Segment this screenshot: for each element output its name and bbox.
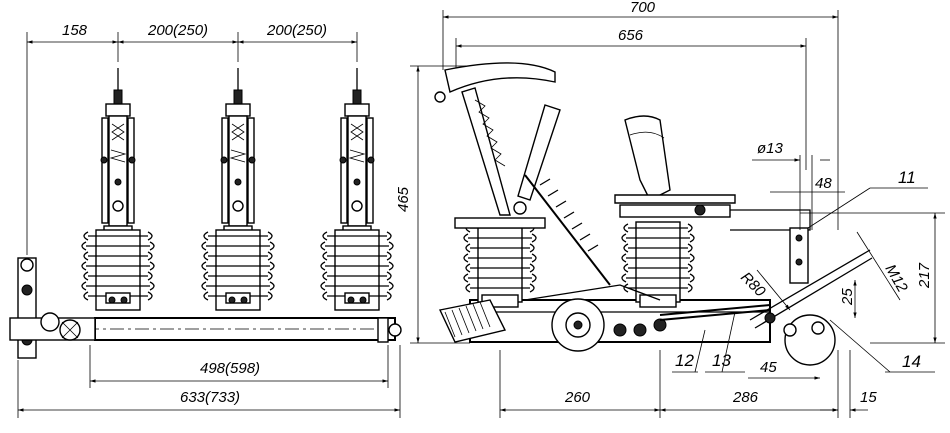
dim-dia-13: ø13 [757, 140, 784, 157]
lever-wheel [784, 314, 836, 366]
dim-200-250-a: 200(250) [147, 22, 208, 39]
radius-80: R80 [737, 269, 769, 301]
dim-260: 260 [564, 389, 591, 406]
pole-2 [202, 68, 274, 310]
pole-3 [321, 68, 393, 310]
part-14: 14 [902, 352, 921, 371]
dim-498-598: 498(598) [200, 360, 260, 377]
pole-1 [82, 68, 154, 310]
dim-25: 25 [839, 288, 856, 306]
thread-m12: M12 [882, 262, 912, 296]
dim-15: 15 [860, 389, 877, 406]
part-13: 13 [712, 351, 731, 370]
dim-217: 217 [916, 262, 933, 289]
knife-arm [461, 87, 511, 216]
fixed-contact [624, 115, 671, 201]
dim-700: 700 [630, 0, 656, 16]
drive-rod [659, 304, 771, 316]
dim-45: 45 [760, 359, 777, 376]
dim-200-250-b: 200(250) [266, 22, 327, 39]
dim-48: 48 [815, 175, 832, 192]
spring-buffer [438, 299, 507, 343]
dim-633-733: 633(733) [180, 389, 240, 406]
part-12: 12 [675, 351, 694, 370]
bracket-11 [789, 227, 809, 284]
dim-656: 656 [618, 27, 644, 44]
side-insulator-1 [463, 221, 537, 303]
dim-465: 465 [395, 186, 412, 212]
horn-contact [444, 62, 556, 93]
part-11: 11 [898, 168, 916, 187]
dim-158: 158 [62, 22, 88, 39]
side-view: 700 656 465 [395, 0, 945, 418]
dim-286: 286 [732, 389, 759, 406]
front-view: 158 200(250) 200(250) 498(598) 633(733) [9, 22, 402, 418]
